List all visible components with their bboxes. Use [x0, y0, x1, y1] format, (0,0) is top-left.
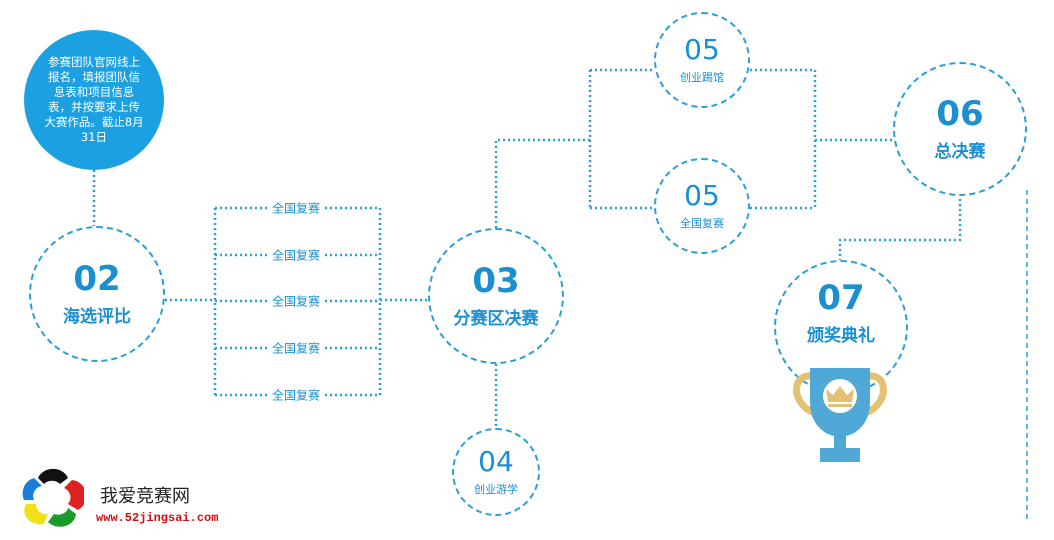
branch-label: 全国复赛	[268, 292, 324, 310]
step-06: 06 总决赛	[893, 62, 1027, 196]
logo-name: 我爱竞赛网	[100, 486, 190, 507]
branch-label: 全国复赛	[268, 339, 324, 357]
step-label: 分赛区决赛	[453, 309, 539, 330]
logo-url[interactable]: www.52jingsai.com	[96, 511, 219, 525]
registration-info: 参赛团队官网线上报名，填报团队信息表和项目信息表，并按要求上传大赛作品。截止8月…	[24, 30, 164, 170]
step-02: 02 海选评比	[29, 226, 165, 362]
step-number: 02	[73, 258, 121, 299]
step-label: 海选评比	[63, 307, 131, 328]
step-number: 07	[817, 278, 865, 318]
step-05-b: 05 全国复赛	[654, 158, 750, 254]
step-label: 颁奖典礼	[807, 326, 875, 347]
step-number: 03	[472, 260, 520, 301]
trophy-icon	[793, 368, 887, 462]
step-07: 07 颁奖典礼	[774, 260, 908, 394]
branch-label: 全国复赛	[268, 246, 324, 264]
step-label: 创业踢馆	[680, 71, 724, 85]
step-04: 04 创业游学	[452, 428, 540, 516]
branch-label: 全国复赛	[268, 386, 324, 404]
step-number: 05	[684, 32, 720, 66]
step-number: 04	[478, 444, 514, 478]
logo-icon	[22, 468, 84, 527]
step-number: 06	[936, 93, 984, 134]
step-03: 03 分赛区决赛	[428, 228, 564, 364]
step-05-a: 05 创业踢馆	[654, 12, 750, 108]
step-number: 05	[684, 178, 720, 212]
branch-label: 全国复赛	[268, 199, 324, 217]
step-label: 全国复赛	[680, 217, 724, 231]
step-label: 总决赛	[934, 142, 986, 163]
step-label: 创业游学	[474, 483, 518, 497]
